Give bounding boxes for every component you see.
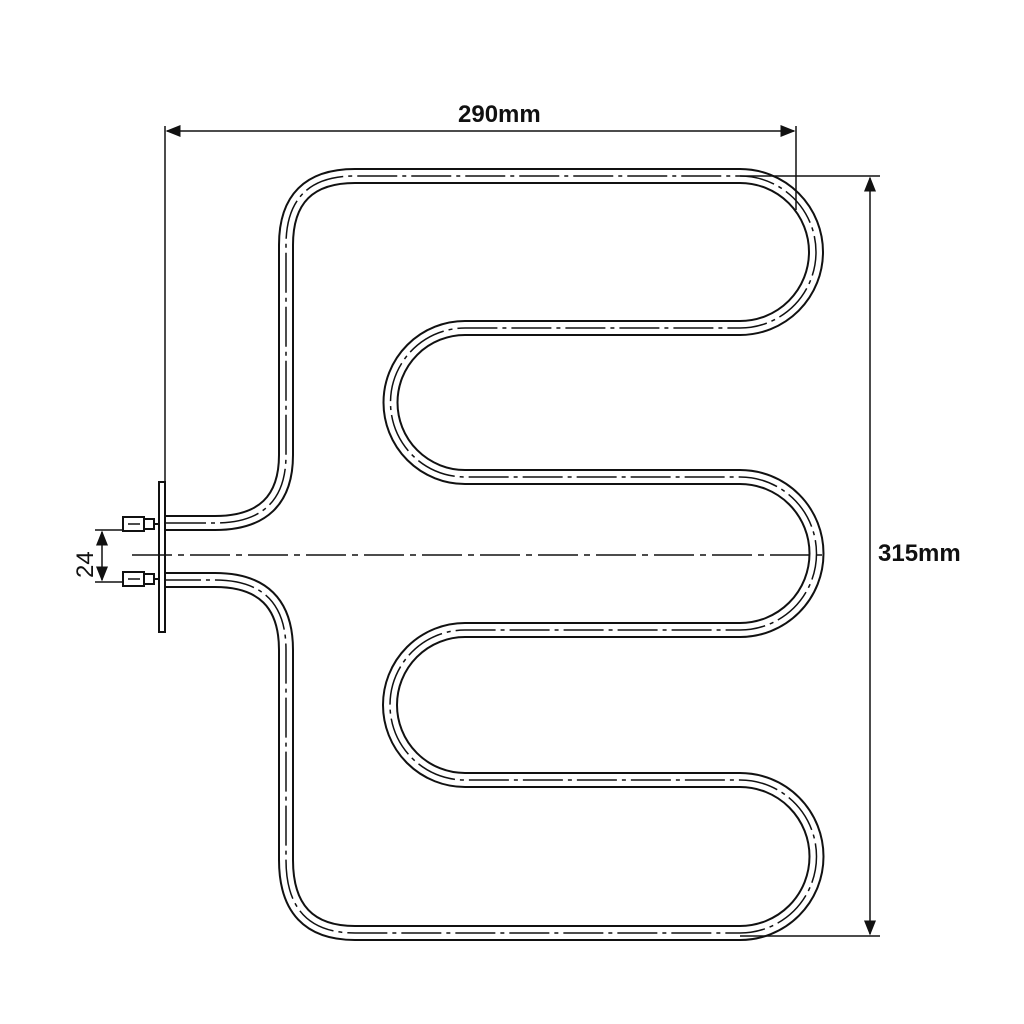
terminal-top [122, 516, 160, 532]
terminal-spacing-dimension [95, 529, 124, 583]
width-dimension-label: 290mm [458, 101, 541, 128]
height-dimension-label: 315mm [878, 540, 961, 567]
height-dimension [740, 175, 880, 937]
width-dimension [164, 125, 797, 482]
terminal-bottom [122, 571, 160, 587]
heating-tube [166, 168, 825, 941]
mounting-flange [158, 481, 166, 633]
terminal-spacing-label: 24 [72, 551, 99, 578]
